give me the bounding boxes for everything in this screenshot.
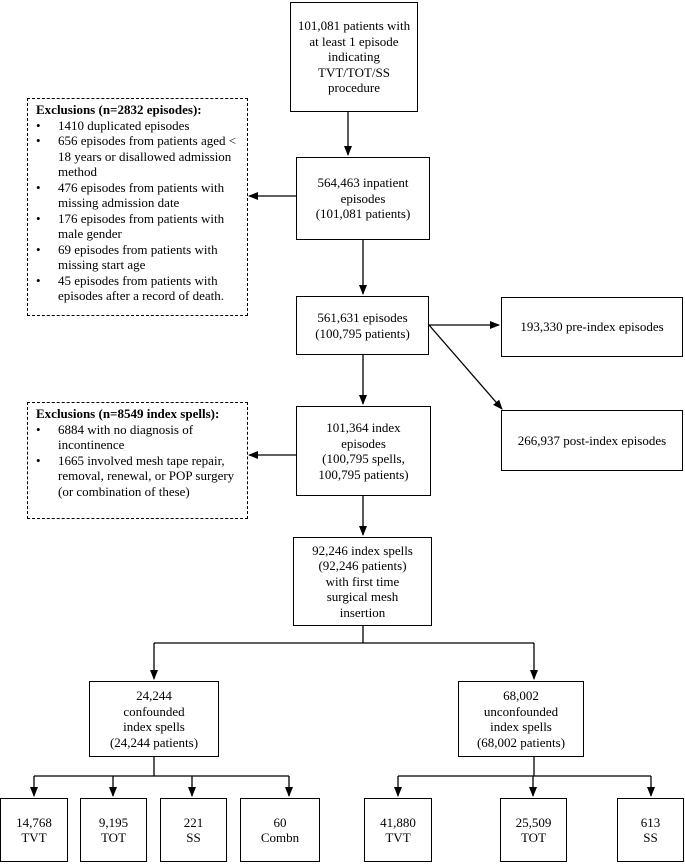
list-item: 1410 duplicated episodes — [36, 118, 241, 134]
start-line-4: TVT/TOT/SS — [318, 64, 390, 80]
list-item: 476 episodes from patients with missing … — [36, 180, 241, 211]
confounded-line-2: confounded — [123, 703, 185, 719]
list-item: 6884 with no diagnosis of incontinence — [36, 422, 241, 453]
index-spells-line-2: (92,246 patients) — [318, 558, 407, 574]
u-tot-label: TOT — [520, 830, 547, 845]
list-item: 45 episodes from patients with episodes … — [36, 273, 241, 304]
u-tvt-label: TVT — [385, 830, 411, 845]
post-index-episodes-box: 266,937 post-index episodes — [501, 410, 683, 471]
index-spells-line-1: 92,246 index spells — [312, 542, 413, 558]
unconfounded-box: 68,002 unconfounded index spells (68,002… — [458, 681, 584, 757]
episodes-line-2: (100,795 patients) — [315, 325, 410, 341]
inpatient-line-3: (101,081 patients) — [315, 206, 411, 222]
confounded-box: 24,244 confounded index spells (24,244 p… — [89, 681, 219, 757]
unconfounded-line-3: index spells — [490, 719, 552, 734]
u-tot-count: 25,509 — [515, 814, 552, 830]
exclusions-episodes-list: 1410 duplicated episodes 656 episodes fr… — [36, 118, 241, 304]
index-line-4: 100,795 patients) — [318, 466, 409, 482]
list-item: 69 episodes from patients with missing s… — [36, 242, 241, 273]
confounded-line-1: 24,244 — [136, 688, 172, 703]
exclusions-episodes-box: Exclusions (n=2832 episodes): 1410 dupli… — [27, 98, 248, 316]
exclusions-episodes-title: Exclusions (n=2832 episodes): — [36, 102, 202, 117]
start-box: 101,081 patients with at least 1 episode… — [290, 2, 418, 112]
unconfounded-ss-box: 613 SS — [617, 798, 684, 862]
c-tot-label: TOT — [100, 830, 127, 845]
c-ss-label: SS — [186, 830, 201, 845]
unconfounded-line-1: 68,002 — [503, 688, 539, 703]
confounded-tvt-box: 14,768 TVT — [0, 798, 68, 862]
confounded-ss-box: 221 SS — [160, 798, 227, 862]
confounded-combn-box: 60 Combn — [240, 798, 320, 862]
episodes-box: 561,631 episodes (100,795 patients) — [296, 296, 429, 355]
u-ss-count: 613 — [640, 814, 661, 830]
index-spells-box: 92,246 index spells (92,246 patients) wi… — [293, 537, 432, 626]
u-tvt-count: 41,880 — [380, 814, 416, 830]
confounded-line-4: (24,244 patients) — [109, 734, 199, 750]
confounded-line-3: index spells — [123, 719, 185, 734]
exclusions-index-spells-title: Exclusions (n=8549 index spells): — [36, 406, 220, 421]
list-item: 176 episodes from patients with male gen… — [36, 211, 241, 242]
c-combn-label: Combn — [260, 830, 300, 845]
c-tvt-count: 14,768 — [16, 814, 52, 830]
arrow-episodes-to-postindex — [428, 324, 503, 410]
exclusions-index-spells-list: 6884 with no diagnosis of incontinence 1… — [36, 422, 241, 500]
index-spells-line-3: with first time — [325, 573, 400, 589]
start-line-5: procedure — [328, 80, 380, 96]
c-ss-count: 221 — [183, 814, 204, 830]
inpatient-line-2: episodes — [340, 190, 386, 206]
u-ss-label: SS — [643, 830, 658, 845]
index-spells-line-5: insertion — [339, 604, 386, 620]
exclusions-index-spells-box: Exclusions (n=8549 index spells): 6884 w… — [27, 402, 248, 519]
list-item: 656 episodes from patients aged < 18 yea… — [36, 133, 241, 180]
episodes-line-1: 561,631 episodes — [317, 310, 408, 325]
start-line-2: at least 1 episode — [309, 33, 399, 49]
inpatient-line-1: 564,463 inpatient — [317, 175, 409, 191]
index-line-2: episodes — [341, 435, 386, 451]
index-line-3: (100,795 spells, — [322, 451, 405, 466]
index-spells-line-4: surgical mesh — [326, 589, 399, 605]
post-index-line-1: 266,937 post-index episodes — [517, 432, 667, 448]
pre-index-episodes-box: 193,330 pre-index episodes — [501, 297, 683, 357]
unconfounded-tvt-box: 41,880 TVT — [364, 798, 432, 862]
unconfounded-tot-box: 25,509 TOT — [500, 798, 567, 862]
index-line-1: 101,364 index — [326, 420, 401, 435]
unconfounded-line-2: unconfounded — [483, 703, 559, 719]
inpatient-episodes-box: 564,463 inpatient episodes (101,081 pati… — [296, 157, 430, 240]
c-combn-count: 60 — [273, 814, 287, 830]
start-line-1: 101,081 patients with — [297, 18, 411, 34]
unconfounded-line-4: (68,002 patients) — [476, 734, 566, 750]
pre-index-line-1: 193,330 pre-index episodes — [520, 319, 664, 335]
list-item: 1665 involved mesh tape repair, removal,… — [36, 453, 241, 500]
index-episodes-box: 101,364 index episodes (100,795 spells, … — [296, 406, 431, 496]
confounded-tot-box: 9,195 TOT — [80, 798, 147, 862]
c-tot-count: 9,195 — [98, 814, 129, 830]
c-tvt-label: TVT — [21, 830, 47, 845]
start-line-3: indicating — [328, 49, 380, 65]
